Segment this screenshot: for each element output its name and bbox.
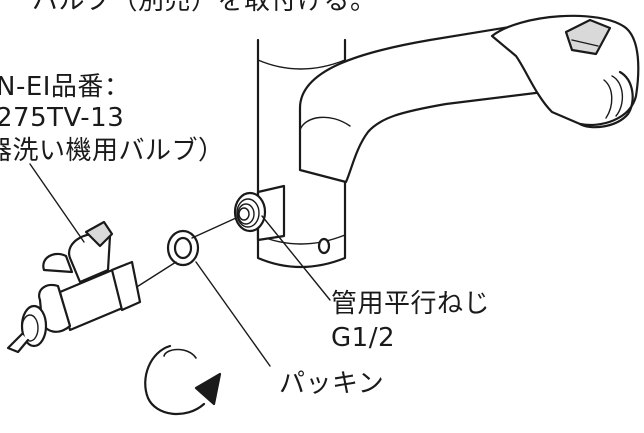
threaded-outlet — [233, 184, 286, 242]
part-number-label: N-EI品番： — [0, 72, 131, 102]
part-number-value: 275TV-13 — [0, 103, 125, 133]
leader-lines — [29, 163, 331, 367]
thread-size-label: G1/2 — [331, 323, 395, 353]
part-description: 器洗い機用バルブ） — [0, 136, 225, 166]
valve — [6, 220, 142, 354]
rotation-arrow-icon — [144, 344, 222, 416]
spray-head — [490, 14, 640, 129]
faucet-spout — [298, 20, 562, 184]
gasket — [166, 229, 200, 267]
thread-type-label: 管用平行ねじ — [331, 289, 491, 319]
gasket-label: パッキン — [279, 369, 385, 399]
top-caption: バルブ（別売）を取付ける。 — [32, 0, 377, 16]
assembly-line — [131, 217, 237, 291]
